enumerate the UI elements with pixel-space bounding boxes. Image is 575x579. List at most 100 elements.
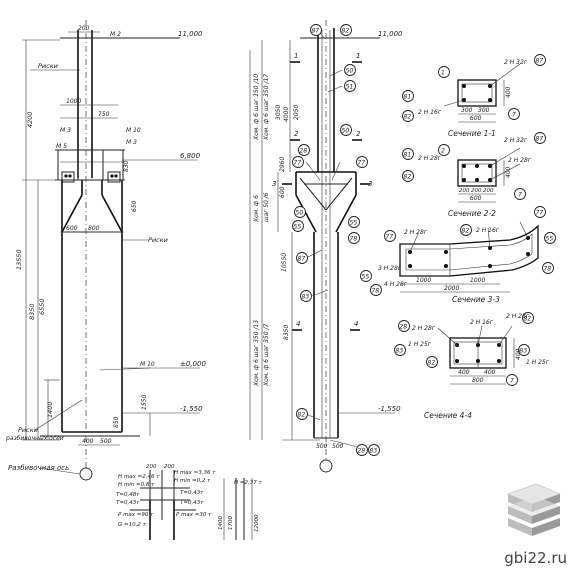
mark-83-mid: 83 xyxy=(302,294,310,301)
s2-r2: 2 Н 28г xyxy=(418,155,442,162)
s4-m2: 83 xyxy=(396,348,404,355)
site-watermark: gbi22.ru xyxy=(504,549,567,567)
dim-750: 750 xyxy=(98,111,110,118)
dim-4200: 4200 xyxy=(26,111,34,128)
dim-mid-2960: 2960 xyxy=(279,157,286,172)
s2-m2: 81 xyxy=(404,152,412,159)
s1-d4: 400 xyxy=(505,86,512,98)
stacked-slabs-icon xyxy=(507,483,561,536)
dim-500: 500 xyxy=(100,438,112,445)
dim-mid-600: 600 xyxy=(279,186,286,198)
s3-m3: 55 xyxy=(362,274,370,281)
section-3-3 xyxy=(360,206,556,296)
dim-1000: 1000 xyxy=(66,98,81,105)
s4-d2: 400 xyxy=(484,369,496,376)
dim-mid-4000: 4000 xyxy=(283,107,290,122)
s2-title: Сечение 2-2 xyxy=(448,209,496,218)
load-d1400: 1400 xyxy=(218,516,224,530)
load-hr: Н =2,37 т xyxy=(234,480,262,486)
s2-m3: 82 xyxy=(404,174,412,181)
s3-m4: 77 xyxy=(536,210,544,217)
mark-82-low: 82 xyxy=(298,412,306,419)
s3-m7: 55 xyxy=(546,236,554,243)
mark-28-low: 28 xyxy=(358,448,366,455)
s1-d2: 300 xyxy=(478,107,490,114)
dim-13550: 13550 xyxy=(15,249,23,270)
s1-d3: 600 xyxy=(470,115,482,122)
s4-title: Сечение 4-4 xyxy=(424,411,472,420)
mark-87-top: 87 xyxy=(312,28,320,35)
label-riski-3: Риски xyxy=(18,426,38,434)
hom-3b: шаг 50 /6 xyxy=(263,192,270,222)
hom-4: Хом. ф 6 шаг 350 /13 xyxy=(253,320,260,387)
s4-d1: 400 xyxy=(458,369,470,376)
mark-3-right: 3 xyxy=(368,180,372,188)
mark-50b: 50 xyxy=(342,128,350,135)
mark-55b: 55 xyxy=(350,220,358,227)
s1-m1: 87 xyxy=(536,58,544,65)
label-razb-axis: Разбивочная ось xyxy=(8,464,69,472)
label-m5: М 5 xyxy=(56,143,67,150)
s4-m4: 82 xyxy=(524,316,532,323)
cut-2-right: 2 xyxy=(356,130,361,138)
mark-77b: 77 xyxy=(358,160,366,167)
dim-850: 850 xyxy=(113,416,120,428)
section-4-4 xyxy=(394,312,534,386)
s3-r1: 2 Н 28г xyxy=(404,229,428,236)
s3-title: Сечение 3-3 xyxy=(452,295,500,304)
s4-r3: 2 Н 28г xyxy=(506,313,530,320)
s2-m4: 7 xyxy=(518,192,522,199)
s2-d3: 200 xyxy=(483,188,494,194)
label-m10b: М 10 xyxy=(140,361,155,368)
mid-marks: 87 82 50 51 50 28 77 77 3 3 50 55 55 78 … xyxy=(272,24,380,456)
label-razb: разбивочных осей xyxy=(5,435,64,442)
load-hmax2: Н max =3,36 т xyxy=(174,470,216,476)
load-d200a: 200 xyxy=(146,464,157,470)
s2-r3: 2 Н 28г xyxy=(508,157,532,164)
load-hmin1: Н min =0,8 т xyxy=(118,482,155,488)
mark-50c: 50 xyxy=(296,210,304,217)
s3-m5: 78 xyxy=(372,288,380,295)
s2-d4: 600 xyxy=(470,195,482,202)
s2-m1: 87 xyxy=(536,136,544,143)
left-elevation xyxy=(22,20,200,481)
s4-r2: 2 Н 16г xyxy=(470,319,494,326)
dim-6550: 6550 xyxy=(38,298,46,315)
s4-m1: 28 xyxy=(400,324,408,331)
load-g: G =10,2 т xyxy=(118,522,147,528)
s4-r5: 1 Н 25г xyxy=(526,359,550,366)
s3-d1: 1000 xyxy=(416,277,431,284)
load-pmax1: P max =90 т xyxy=(118,512,154,518)
s1-r1: 2 Н 32г xyxy=(504,59,528,66)
mark-28: 28 xyxy=(300,148,308,155)
s3-m6: 78 xyxy=(544,266,552,273)
load-d12000: 12000 xyxy=(254,514,260,532)
mark-83-low: 83 xyxy=(370,448,378,455)
s3-d3: 2000 xyxy=(444,285,459,292)
s4-m5: 83 xyxy=(520,348,528,355)
dim-800: 800 xyxy=(88,225,100,232)
s4-d3: 800 xyxy=(472,377,484,384)
s3-m1: 77 xyxy=(386,234,394,241)
load-t4: Т=0,43т xyxy=(180,500,204,506)
load-detail xyxy=(130,470,253,540)
elev-top-mid: 11,000 xyxy=(378,30,403,38)
mark-50a: 50 xyxy=(346,68,354,75)
load-t3: Т=0,43т xyxy=(116,500,140,506)
dim-8350: 8350 xyxy=(28,303,36,320)
s3-m2: 82 xyxy=(462,228,470,235)
elev-bottom-left: -1,550 xyxy=(180,405,203,413)
load-pmax2: P max =30 т xyxy=(176,512,212,518)
s4-r4: 1 Н 25г xyxy=(408,341,432,348)
s1-title: Сечение 1-1 xyxy=(448,129,496,138)
s2-r1: 2 Н 32г xyxy=(504,137,528,144)
s3-r3: 3 Н 28г xyxy=(378,265,402,272)
load-t1: Т=0,48т xyxy=(116,492,140,498)
section-1-1 xyxy=(402,54,546,123)
load-t2: Т=0,43т xyxy=(180,490,204,496)
s1-m2: 81 xyxy=(404,94,412,101)
s3-r4: 4 Н 28г xyxy=(384,281,408,288)
dim-mid-10550: 10550 xyxy=(281,253,288,272)
dim-mid-500a: 500 xyxy=(316,443,328,450)
